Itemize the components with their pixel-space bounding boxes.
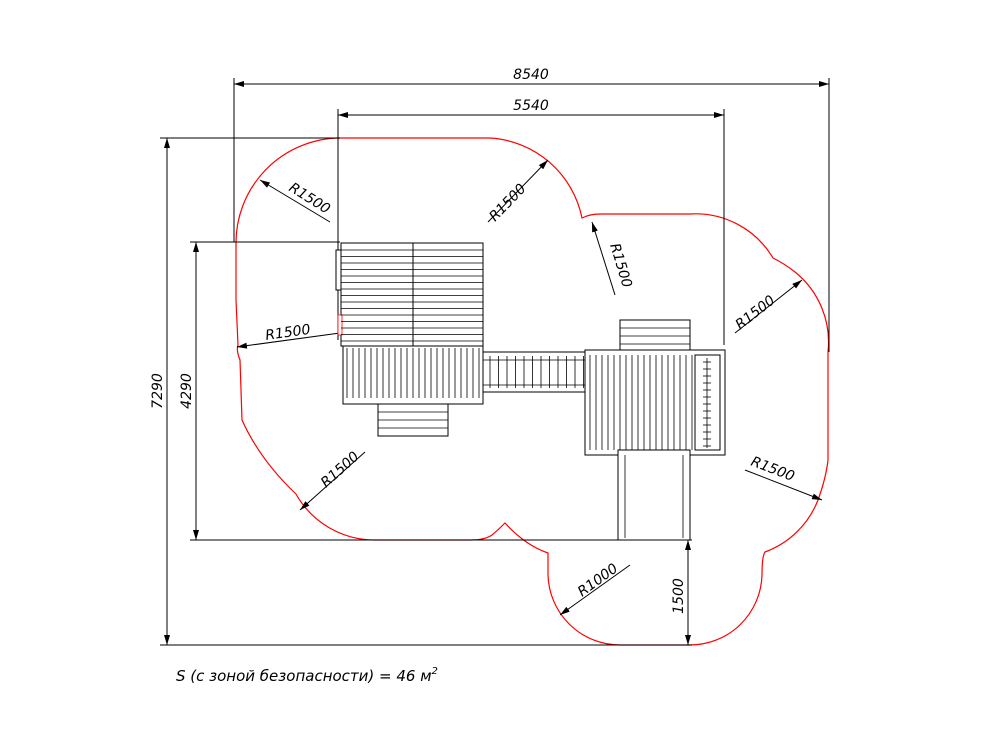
radius-leaders xyxy=(236,159,823,616)
radius-label-top-left: R1500 xyxy=(286,180,333,218)
radius-label-slide: R1000 xyxy=(575,561,621,601)
radius-label-bottom-left: R1500 xyxy=(318,449,362,491)
radius-label-top-middle: R1500 xyxy=(486,181,529,225)
slide xyxy=(617,449,691,541)
dim-structure-height: 4290 xyxy=(179,373,195,409)
left-tower-side-panel xyxy=(335,249,342,291)
dim-overall-height: 7290 xyxy=(150,373,166,409)
dim-overall-width: 8540 xyxy=(513,67,549,83)
play-structure xyxy=(335,242,726,541)
climbing-wall xyxy=(694,354,721,451)
right-top-steps xyxy=(619,319,691,351)
left-tower-roof xyxy=(340,242,484,347)
radius-label-right-top: R1500 xyxy=(733,293,779,334)
left-tower-side-panel-2 xyxy=(337,314,343,336)
area-caption: S (с зоной безопасности) = 46 м2 xyxy=(176,666,438,685)
dim-structure-width: 5540 xyxy=(513,98,549,114)
extension-lines xyxy=(160,78,830,646)
radius-label-left: R1500 xyxy=(264,322,311,344)
dim-slide-zone: 1500 xyxy=(671,578,687,614)
radius-label-notch: R1500 xyxy=(606,241,635,289)
